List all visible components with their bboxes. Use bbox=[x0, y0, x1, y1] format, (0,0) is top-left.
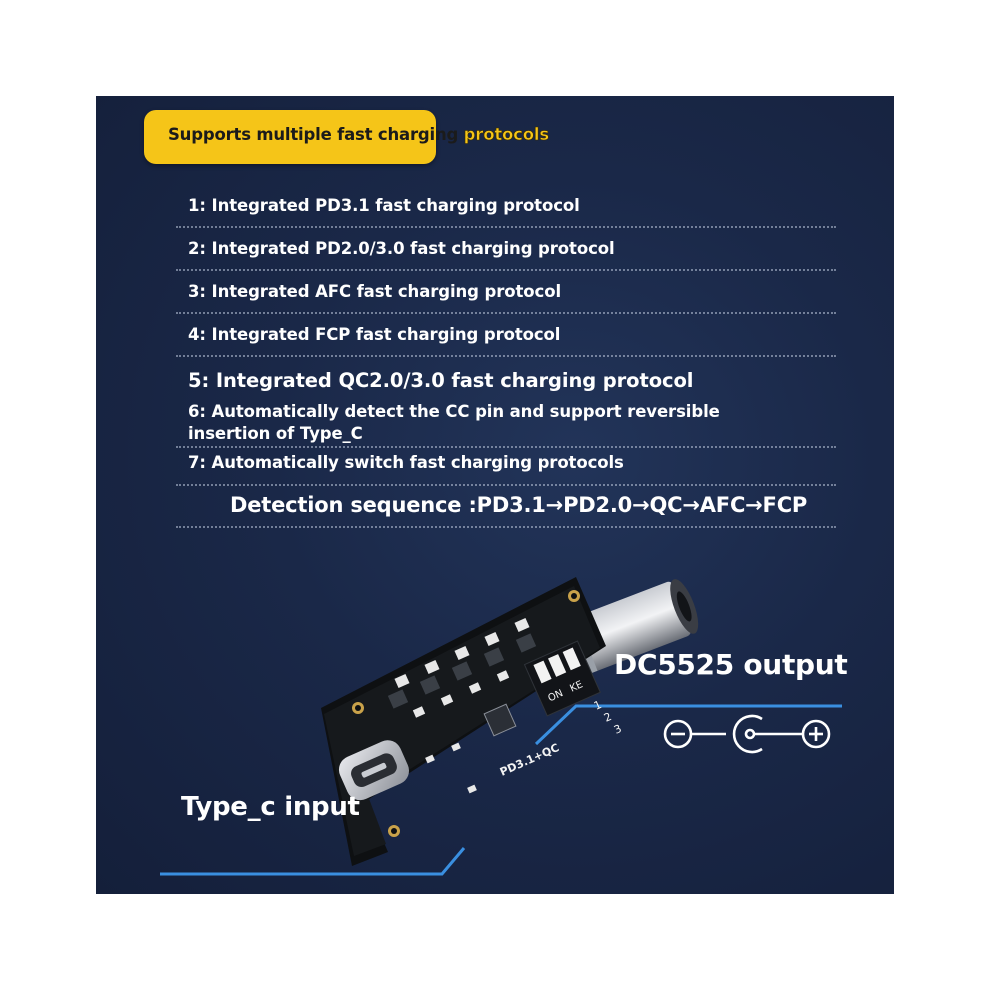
pin-2-mark: 2 bbox=[602, 710, 614, 725]
accent-lines bbox=[160, 704, 842, 876]
product-panel: Supports multiple fast charging protocol… bbox=[96, 96, 894, 894]
pcb-label: PD3.1+QC bbox=[498, 741, 561, 779]
feature-6: 6: Automatically detect the CC pin and s… bbox=[188, 402, 720, 443]
divider bbox=[176, 269, 836, 271]
divider bbox=[176, 484, 836, 486]
feature-5: 5: Integrated QC2.0/3.0 fast charging pr… bbox=[188, 369, 694, 392]
divider bbox=[176, 355, 836, 357]
switch-ke-mark: KE bbox=[568, 679, 584, 694]
feature-3: 3: Integrated AFC fast charging protocol bbox=[188, 282, 562, 301]
divider bbox=[176, 312, 836, 314]
pcb: ON KE 1 2 3 PD3.1+QC bbox=[321, 577, 624, 866]
feature-4: 4: Integrated FCP fast charging protocol bbox=[188, 325, 561, 344]
dip-switch: ON KE bbox=[523, 640, 601, 717]
feature-7: 7: Automatically switch fast charging pr… bbox=[188, 453, 624, 472]
title-badge bbox=[144, 110, 436, 164]
pcb-board-image: ON KE 1 2 3 PD3.1+QC bbox=[321, 577, 699, 866]
pin-3-mark: 3 bbox=[612, 722, 624, 737]
input-label: Type_c input bbox=[181, 792, 360, 822]
pin-1-mark: 1 bbox=[592, 698, 604, 713]
divider bbox=[176, 446, 836, 448]
detection-sequence: Detection sequence :PD3.1→PD2.0→QC→AFC→F… bbox=[230, 493, 808, 517]
title-part-a: Supports multiple fast charging bbox=[168, 125, 459, 144]
feature-2: 2: Integrated PD2.0/3.0 fast charging pr… bbox=[188, 239, 615, 258]
divider bbox=[176, 526, 836, 528]
usb-c-port bbox=[338, 740, 409, 801]
output-label: DC5525 output bbox=[614, 648, 848, 681]
title-part-b: protocols bbox=[463, 125, 549, 145]
divider bbox=[176, 226, 836, 228]
feature-1: 1: Integrated PD3.1 fast charging protoc… bbox=[188, 196, 580, 215]
title-badge-text: Supports multiple fast charging protocol… bbox=[168, 125, 549, 145]
polarity-symbol bbox=[663, 714, 831, 754]
